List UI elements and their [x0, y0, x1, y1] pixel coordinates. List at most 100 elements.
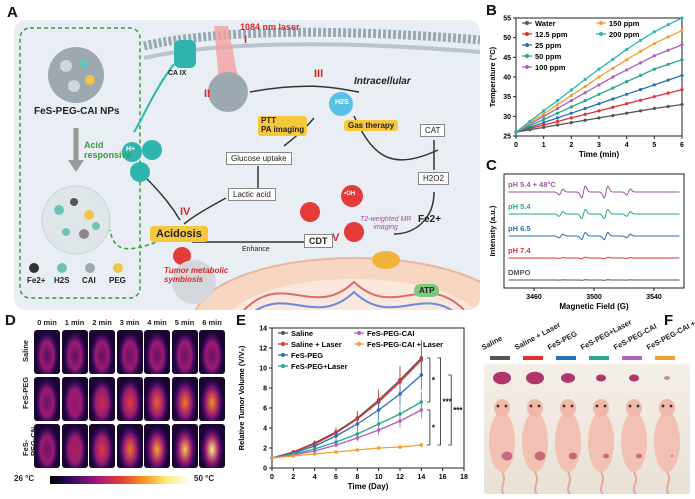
significance-label: * — [432, 376, 436, 385]
data-point — [625, 58, 628, 61]
data-point — [680, 103, 683, 106]
time-label: 5 min — [172, 318, 198, 327]
thermal-image — [89, 330, 115, 374]
data-point — [528, 120, 531, 123]
data-point — [542, 112, 545, 115]
legend-marker — [599, 21, 603, 25]
mouse-tumor — [671, 455, 673, 457]
mr-imaging-label: T2-weighted MR imaging — [360, 216, 411, 231]
data-point — [334, 434, 338, 438]
fe2-label: Fe2+ — [418, 214, 441, 225]
mouse-head — [593, 399, 609, 417]
data-point — [611, 58, 614, 61]
data-point — [639, 109, 642, 112]
legend-marker — [357, 342, 361, 346]
data-point — [556, 99, 559, 102]
legend-label: FeS-PEG-CAI — [367, 329, 415, 338]
mouse-eye — [637, 405, 640, 408]
data-point — [584, 119, 587, 122]
significance-label: *** — [453, 406, 463, 415]
mouse-head — [527, 399, 543, 417]
data-point — [680, 88, 683, 91]
data-point — [653, 107, 656, 110]
excised-tumor — [596, 375, 606, 382]
thermal-image — [172, 330, 198, 374]
mice-photo — [484, 364, 690, 494]
spectrum-label: pH 5.4 — [508, 202, 531, 211]
mouse-tumor — [535, 452, 546, 461]
legend-marker — [525, 54, 529, 58]
data-point — [556, 107, 559, 110]
legend-marker — [525, 21, 529, 25]
membrane-nanoparticle — [208, 72, 248, 112]
mouse-eye — [497, 405, 500, 408]
cat-label: CAT — [420, 124, 445, 137]
oh-burst — [300, 202, 320, 222]
ca-ix-label: CA IX — [168, 70, 186, 77]
thermal-image — [144, 424, 170, 468]
data-point — [356, 448, 360, 452]
time-label: 2 min — [89, 318, 115, 327]
data-point — [420, 443, 424, 447]
thermal-image — [117, 424, 143, 468]
data-point — [653, 54, 656, 57]
mouse-tail — [568, 472, 570, 494]
data-point — [556, 103, 559, 106]
atp-label: ATP — [414, 284, 439, 297]
x-tick-label: 3540 — [646, 294, 662, 301]
time-label: 1 min — [62, 318, 88, 327]
data-point — [398, 392, 402, 396]
nanoparticle — [48, 47, 104, 103]
data-point — [653, 83, 656, 86]
mouse-body — [489, 412, 515, 472]
data-point — [542, 121, 545, 124]
legend-label: Saline — [291, 329, 313, 338]
data-point — [570, 121, 573, 124]
data-point — [639, 61, 642, 64]
thermal-image — [199, 377, 225, 421]
data-point — [356, 436, 360, 440]
data-point — [639, 99, 642, 102]
mouse-tail — [502, 472, 504, 494]
x-tick-label: 16 — [439, 474, 447, 481]
thermal-image — [62, 424, 88, 468]
x-tick-label: 2 — [569, 142, 573, 149]
data-point — [334, 443, 338, 447]
x-tick-label: 10 — [375, 474, 383, 481]
mouse-tail — [601, 472, 603, 494]
data-point — [334, 450, 338, 454]
legend-label: FeS-PEG+Laser — [291, 362, 348, 371]
legend-label: 25 ppm — [535, 41, 562, 50]
x-axis-label: Time (min) — [579, 150, 620, 159]
mouse-tail — [535, 472, 537, 494]
data-point — [597, 116, 600, 119]
y-tick-label: 40 — [503, 75, 511, 82]
mouse-eye — [662, 405, 665, 408]
x-tick-label: 1 — [542, 142, 546, 149]
data-point — [570, 116, 573, 119]
legend-marker — [599, 32, 603, 36]
row-label: FeS- PEG-CN — [22, 427, 37, 456]
y-tick-label: 14 — [259, 326, 267, 333]
h-ion-label: H+ — [126, 146, 135, 153]
series-line — [272, 358, 421, 458]
scale-max-label: 50 °C — [194, 474, 214, 483]
legend-label: 12.5 ppm — [535, 30, 568, 39]
y-tick-label: 35 — [503, 94, 511, 101]
data-point — [625, 80, 628, 83]
data-point — [625, 93, 628, 96]
legend-label: 50 ppm — [535, 52, 562, 61]
excised-tumor — [664, 376, 670, 380]
x-tick-label: 0 — [270, 474, 274, 481]
panel-letter-a: A — [7, 4, 18, 21]
enhance-label: Enhance — [242, 246, 270, 253]
data-point — [313, 452, 317, 456]
data-point — [625, 112, 628, 115]
data-point — [377, 428, 381, 432]
mouse-eye — [629, 405, 632, 408]
data-point — [597, 109, 600, 112]
esr-spectrum — [509, 210, 680, 219]
